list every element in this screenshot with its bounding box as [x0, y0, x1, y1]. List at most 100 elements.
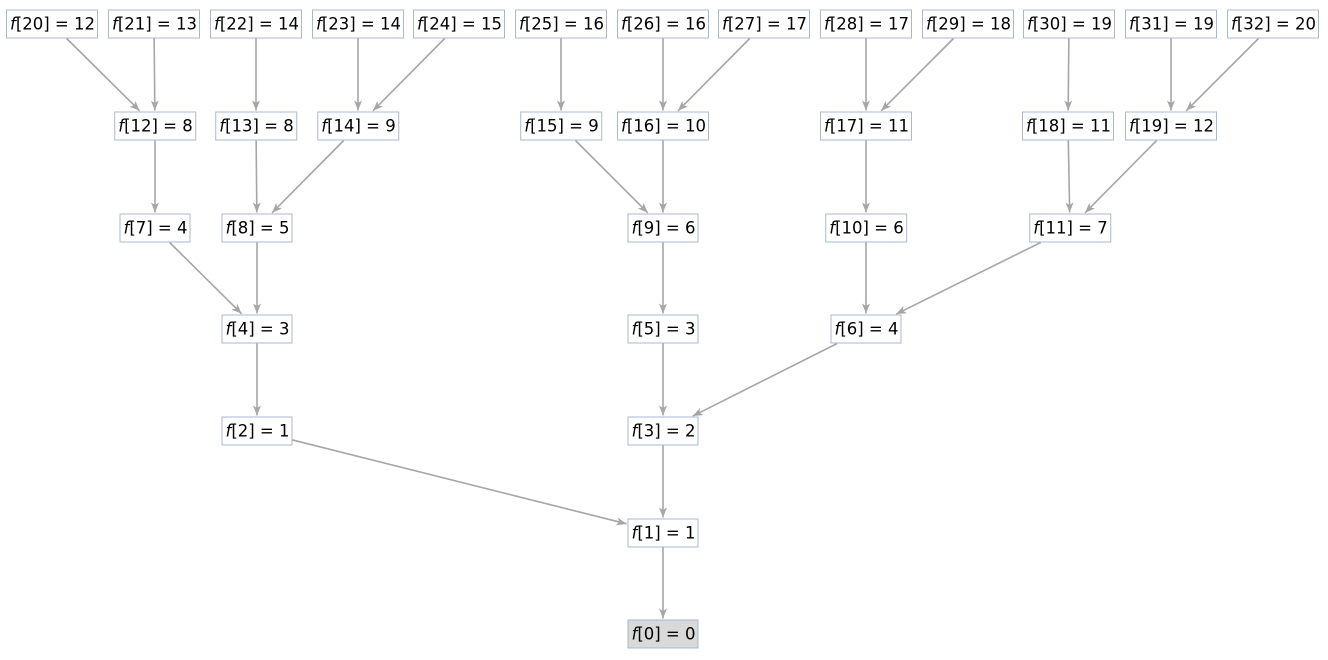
node-label: [8] = 5: [231, 218, 290, 238]
graph-node-f-6: f[6] = 4: [830, 314, 902, 344]
node-label: [19] = 12: [1134, 116, 1214, 136]
graph-node-f-16: f[16] = 10: [617, 111, 709, 141]
node-label: [22] = 14: [219, 14, 299, 34]
node-label: [5] = 3: [637, 319, 696, 339]
node-label: [28] = 17: [829, 14, 909, 34]
graph-node-f-4: f[4] = 3: [221, 314, 293, 344]
function-name: f: [722, 14, 728, 34]
function-name: f: [631, 421, 638, 441]
edge-15-to-9: [574, 139, 649, 214]
function-name: f: [926, 14, 932, 34]
node-label: [10] = 6: [835, 218, 904, 238]
edge-6-to-3: [692, 342, 838, 417]
graph-node-f-15: f[15] = 9: [520, 111, 602, 141]
node-label: [6] = 4: [840, 319, 899, 339]
graph-node-f-0: f[0] = 0: [627, 619, 699, 649]
graph-node-f-9: f[9] = 6: [627, 213, 699, 243]
node-label: [2] = 1: [231, 421, 290, 441]
function-name: f: [118, 116, 125, 136]
node-label: [16] = 10: [626, 116, 706, 136]
graph-node-f-1: f[1] = 1: [627, 518, 699, 548]
edge-7-to-4: [169, 241, 243, 315]
function-name: f: [219, 116, 226, 136]
node-label: [26] = 16: [626, 14, 706, 34]
edge-19-to-11: [1084, 139, 1158, 214]
graph-node-f-13: f[13] = 8: [215, 111, 297, 141]
function-name: f: [829, 218, 836, 238]
node-label: [30] = 19: [1032, 14, 1112, 34]
node-label: [0] = 0: [637, 624, 696, 644]
function-name: f: [621, 116, 627, 136]
graph-node-f-19: f[19] = 12: [1125, 111, 1217, 141]
graph-node-f-27: f[27] = 17: [718, 9, 810, 39]
node-label: [11] = 7: [1039, 218, 1108, 238]
function-name: f: [824, 116, 830, 136]
function-name: f: [123, 218, 130, 238]
node-label: [32] = 20: [1236, 14, 1316, 34]
graph-node-f-10: f[10] = 6: [825, 213, 907, 243]
node-label: [17] = 11: [829, 116, 909, 136]
graph-node-f-3: f[3] = 2: [627, 416, 699, 446]
graph-node-f-2: f[2] = 1: [221, 416, 293, 446]
node-label: [4] = 3: [231, 319, 290, 339]
graph-node-f-30: f[30] = 19: [1023, 9, 1115, 39]
function-name: f: [631, 218, 638, 238]
function-name: f: [519, 14, 525, 34]
edge-14-to-8: [271, 139, 345, 214]
node-label: [3] = 2: [637, 421, 696, 441]
function-name: f: [824, 14, 830, 34]
node-label: [18] = 11: [1031, 116, 1111, 136]
node-label: [1] = 1: [637, 523, 696, 543]
node-label: [31] = 19: [1134, 14, 1214, 34]
node-label: [21] = 13: [117, 14, 197, 34]
node-label: [25] = 16: [524, 14, 604, 34]
graph-node-f-14: f[14] = 9: [317, 111, 399, 141]
node-label: [23] = 14: [321, 14, 401, 34]
node-label: [14] = 9: [327, 116, 396, 136]
function-name: f: [524, 116, 531, 136]
edge-20-to-12: [66, 37, 141, 112]
function-name: f: [417, 14, 423, 34]
node-label: [12] = 8: [124, 116, 193, 136]
graph-node-f-25: f[25] = 16: [515, 9, 607, 39]
graph-node-f-26: f[26] = 16: [617, 9, 709, 39]
function-name: f: [10, 14, 16, 34]
function-name: f: [621, 14, 627, 34]
graph-node-f-23: f[23] = 14: [312, 9, 404, 39]
edge-2-to-1: [292, 439, 627, 526]
function-name: f: [225, 218, 232, 238]
function-name: f: [214, 14, 220, 34]
graph-node-f-17: f[17] = 11: [820, 111, 912, 141]
function-name: f: [1027, 14, 1033, 34]
node-label: [9] = 6: [637, 218, 696, 238]
node-label: [7] = 4: [129, 218, 188, 238]
function-name: f: [321, 116, 328, 136]
edge-29-to-17: [880, 37, 955, 112]
graph-node-f-11: f[11] = 7: [1029, 213, 1111, 243]
function-name: f: [1129, 14, 1135, 34]
edge-21-to-12: [150, 38, 159, 111]
graph-node-f-21: f[21] = 13: [108, 9, 200, 39]
function-name: f: [834, 319, 841, 339]
node-label: [24] = 15: [422, 14, 502, 34]
edge-24-to-14: [372, 37, 446, 112]
graph-node-f-24: f[24] = 15: [413, 9, 505, 39]
node-label: [27] = 17: [727, 14, 807, 34]
function-name: f: [225, 421, 232, 441]
graph-node-f-7: f[7] = 4: [119, 213, 191, 243]
graph-node-f-20: f[20] = 12: [6, 9, 98, 39]
graph-node-f-8: f[8] = 5: [221, 213, 293, 243]
function-name: f: [112, 14, 118, 34]
node-label: [29] = 18: [931, 14, 1011, 34]
function-name: f: [631, 319, 638, 339]
function-name: f: [1033, 218, 1040, 238]
graph-node-f-29: f[29] = 18: [922, 9, 1014, 39]
graph-node-f-32: f[32] = 20: [1227, 9, 1319, 39]
function-name: f: [1231, 14, 1237, 34]
graph-node-f-31: f[31] = 19: [1125, 9, 1217, 39]
function-name: f: [1129, 116, 1135, 136]
edge-27-to-16: [677, 37, 751, 112]
graph-node-f-28: f[28] = 17: [820, 9, 912, 39]
graph-node-f-18: f[18] = 11: [1022, 111, 1114, 141]
edge-13-to-8: [252, 140, 261, 213]
